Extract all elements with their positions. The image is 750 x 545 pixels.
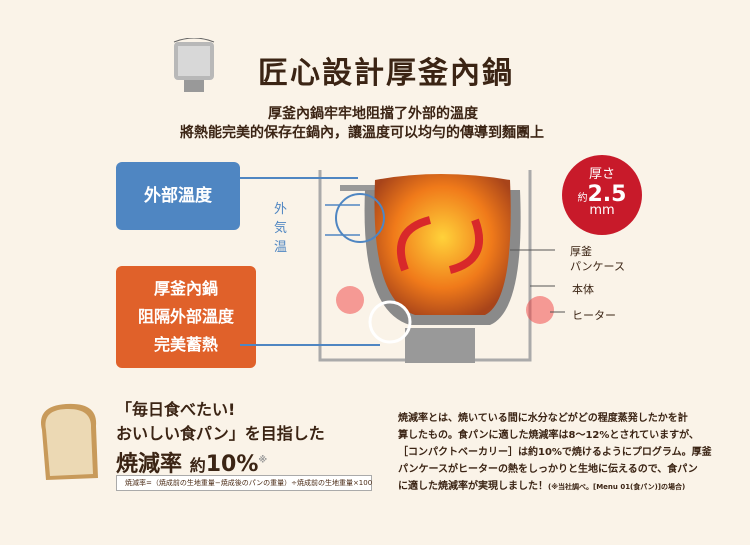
subtitle-line: 厚釜內鍋牢牢地阻擋了外部的溫度 bbox=[268, 106, 478, 122]
description: 焼減率とは、焼いている間に水分などがどの程度蒸発したかを計 算したもの。食パンに… bbox=[398, 410, 728, 496]
desc-line: 算したもの。食パンに適した焼減率は8～12%とされていますが、 bbox=[398, 430, 699, 441]
label-heater: ヒーター bbox=[572, 309, 616, 322]
pot-diagram bbox=[240, 170, 565, 363]
badge-value: 2.5 bbox=[587, 182, 627, 207]
outside-air-label: 気 bbox=[274, 221, 288, 236]
bread-image bbox=[41, 403, 98, 480]
desc-line: パンケースがヒーターの熱をしっかりと生地に伝えるので、食パン bbox=[398, 464, 698, 475]
desc-line: ［コンパクトベーカリー］は約10%で焼けるようにプログラム。厚釜 bbox=[398, 447, 712, 458]
formula: 焼減率=（焼成前の生地重量−焼成後のパンの重量）÷焼成前の生地重量×100 bbox=[116, 475, 372, 491]
rate-label: 焼減率 bbox=[116, 452, 183, 477]
desc-line: 焼減率とは、焼いている間に水分などがどの程度蒸発したかを計 bbox=[398, 413, 688, 424]
thickness-badge: 厚さ 約2.5 mm bbox=[562, 155, 642, 235]
inner-pot-box: 厚釜內鍋 阻隔外部溫度 完美蓄熱 bbox=[116, 266, 256, 368]
label-pan-case: 厚釜 bbox=[570, 245, 592, 258]
rate-note-mark: ※ bbox=[258, 455, 268, 466]
badge-top: 厚さ bbox=[588, 167, 615, 182]
rate-value: 10% bbox=[205, 452, 259, 477]
subtitle-line: 將熱能完美的保存在鍋內，讓溫度可以均勻的傳導到麵團上 bbox=[180, 125, 544, 141]
outside-temperature-box: 外部溫度 bbox=[116, 162, 240, 230]
outside-air-label: 外 bbox=[274, 202, 288, 217]
rate-prefix: 約 bbox=[189, 456, 206, 475]
catch-line: 「毎日食べたい! bbox=[116, 400, 236, 419]
box-line: 完美蓄熱 bbox=[153, 335, 218, 354]
badge-unit: mm bbox=[589, 203, 615, 218]
box-line: 阻隔外部溫度 bbox=[137, 307, 234, 326]
label-body: 本体 bbox=[572, 283, 594, 296]
inner-pot-image bbox=[173, 38, 215, 92]
baking-loss-rate: 焼減率 約10%※ bbox=[116, 446, 267, 478]
label-pan-case: パンケース bbox=[570, 260, 625, 273]
catchphrase: 「毎日食べたい! おいしい食パン」を目指した bbox=[116, 398, 325, 446]
outside-air-label: 温 bbox=[274, 240, 288, 255]
page-title: 匠心設計厚釜內鍋 bbox=[258, 56, 514, 91]
badge-prefix: 約 bbox=[577, 193, 588, 204]
desc-line: に適した焼減率が実現しました！ bbox=[398, 481, 548, 492]
catch-line: おいしい食パン」を目指した bbox=[116, 424, 325, 443]
box-line: 厚釜內鍋 bbox=[153, 279, 218, 298]
desc-note: (※当社調べ。[Menu 01(食パン)]の場合) bbox=[548, 483, 686, 491]
